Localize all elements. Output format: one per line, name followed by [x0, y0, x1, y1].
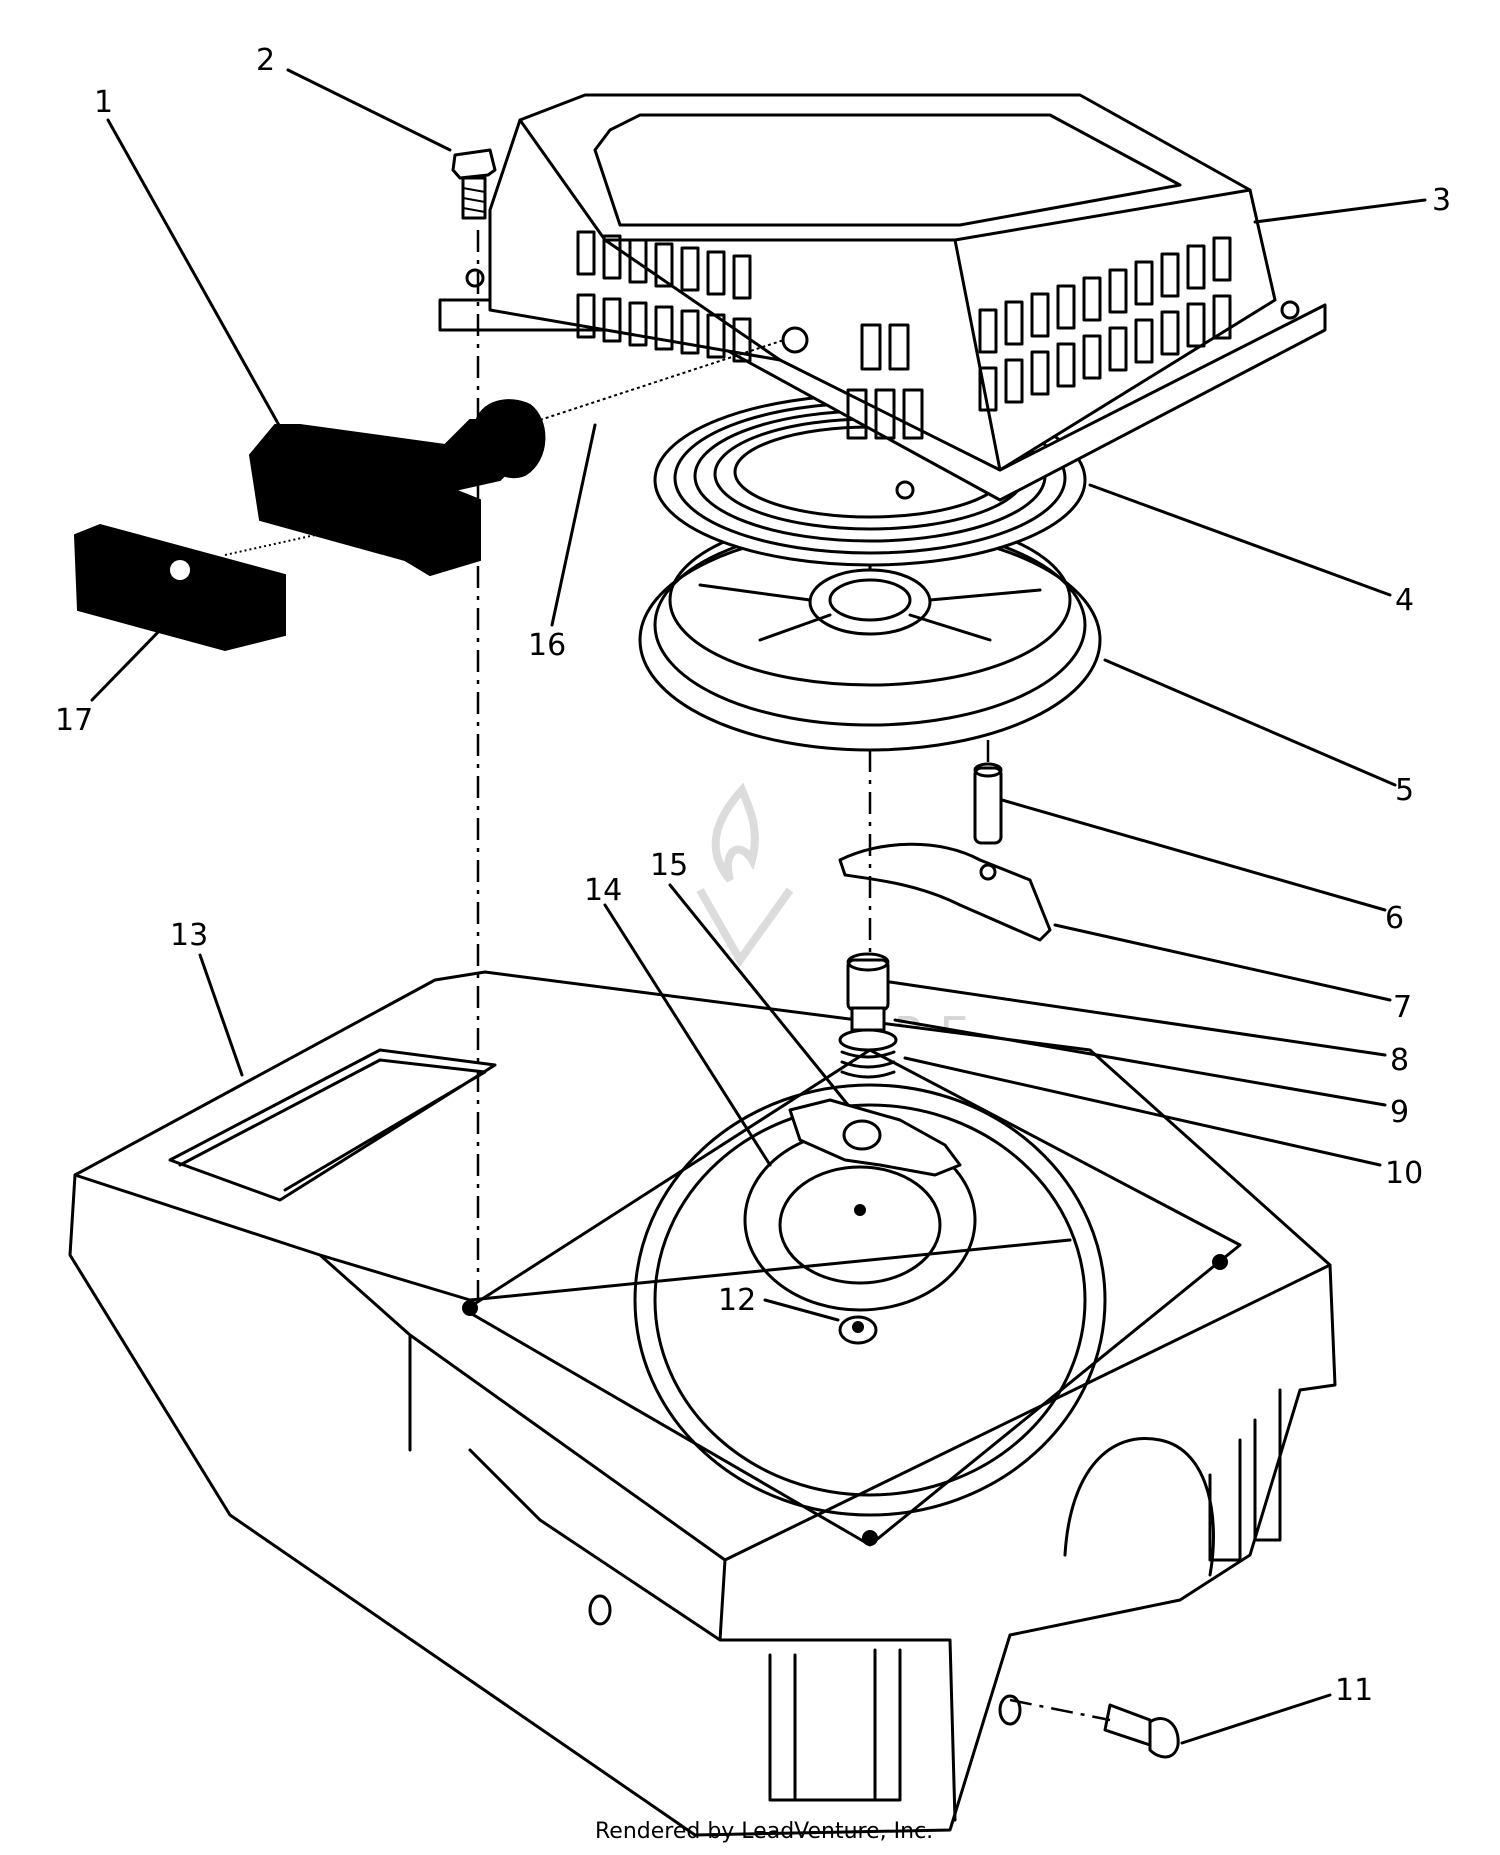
leader-7 — [1053, 923, 1392, 1002]
watermark-flame-icon — [696, 782, 794, 968]
leader-3 — [1253, 198, 1427, 224]
part-12-screw — [838, 1315, 878, 1345]
leader-13 — [198, 953, 244, 1077]
label-14: 14 — [584, 873, 622, 908]
label-8: 8 — [1390, 1043, 1409, 1078]
leader-11 — [1180, 1693, 1332, 1745]
part-17-handle-insert — [73, 514, 406, 652]
part-11-screw — [1103, 1703, 1180, 1759]
leader-2 — [286, 68, 452, 152]
leader-6 — [1000, 798, 1387, 912]
label-6: 6 — [1385, 901, 1404, 936]
part-3-starter-housing — [438, 93, 1327, 502]
leader-10 — [903, 1056, 1382, 1167]
label-10: 10 — [1385, 1156, 1423, 1191]
credit-text: Rendered by LeadVenture, Inc. — [595, 1819, 933, 1844]
part-13-blower-housing — [68, 970, 1337, 1837]
part-2-bolt — [451, 148, 497, 220]
housing-vents — [576, 230, 1232, 440]
label-17: 17 — [55, 703, 93, 738]
label-3: 3 — [1432, 183, 1451, 218]
label-13: 13 — [170, 918, 208, 953]
label-2: 2 — [256, 43, 275, 78]
label-16: 16 — [528, 628, 566, 663]
leader-14 — [603, 903, 772, 1167]
part-1-handle — [248, 419, 527, 577]
leader-16 — [550, 423, 597, 627]
leader-12 — [763, 1298, 840, 1322]
label-1: 1 — [94, 85, 113, 120]
part-14-starter-cup — [788, 1098, 962, 1216]
leader-1 — [106, 118, 282, 429]
leader-lines — [90, 68, 1427, 1745]
part-7-10-center-stack — [838, 952, 898, 1079]
leader-5 — [1103, 658, 1397, 787]
label-7: 7 — [1393, 990, 1412, 1025]
leader-8 — [888, 980, 1387, 1057]
assembly-lines — [476, 230, 1111, 1722]
label-11: 11 — [1335, 1673, 1373, 1708]
leader-15 — [668, 883, 850, 1107]
leader-17 — [90, 623, 167, 702]
label-12: 12 — [718, 1283, 756, 1318]
label-5: 5 — [1395, 773, 1414, 808]
label-15: 15 — [650, 848, 688, 883]
leader-9 — [893, 1018, 1387, 1107]
part-labels: 1 2 3 4 5 6 7 8 9 10 11 12 13 14 15 16 1… — [55, 43, 1451, 1708]
leader-4 — [1088, 483, 1392, 597]
part-7-pawl-plate — [838, 842, 1052, 942]
part-6-pin — [973, 762, 1003, 845]
label-9: 9 — [1390, 1095, 1409, 1130]
label-4: 4 — [1395, 583, 1414, 618]
